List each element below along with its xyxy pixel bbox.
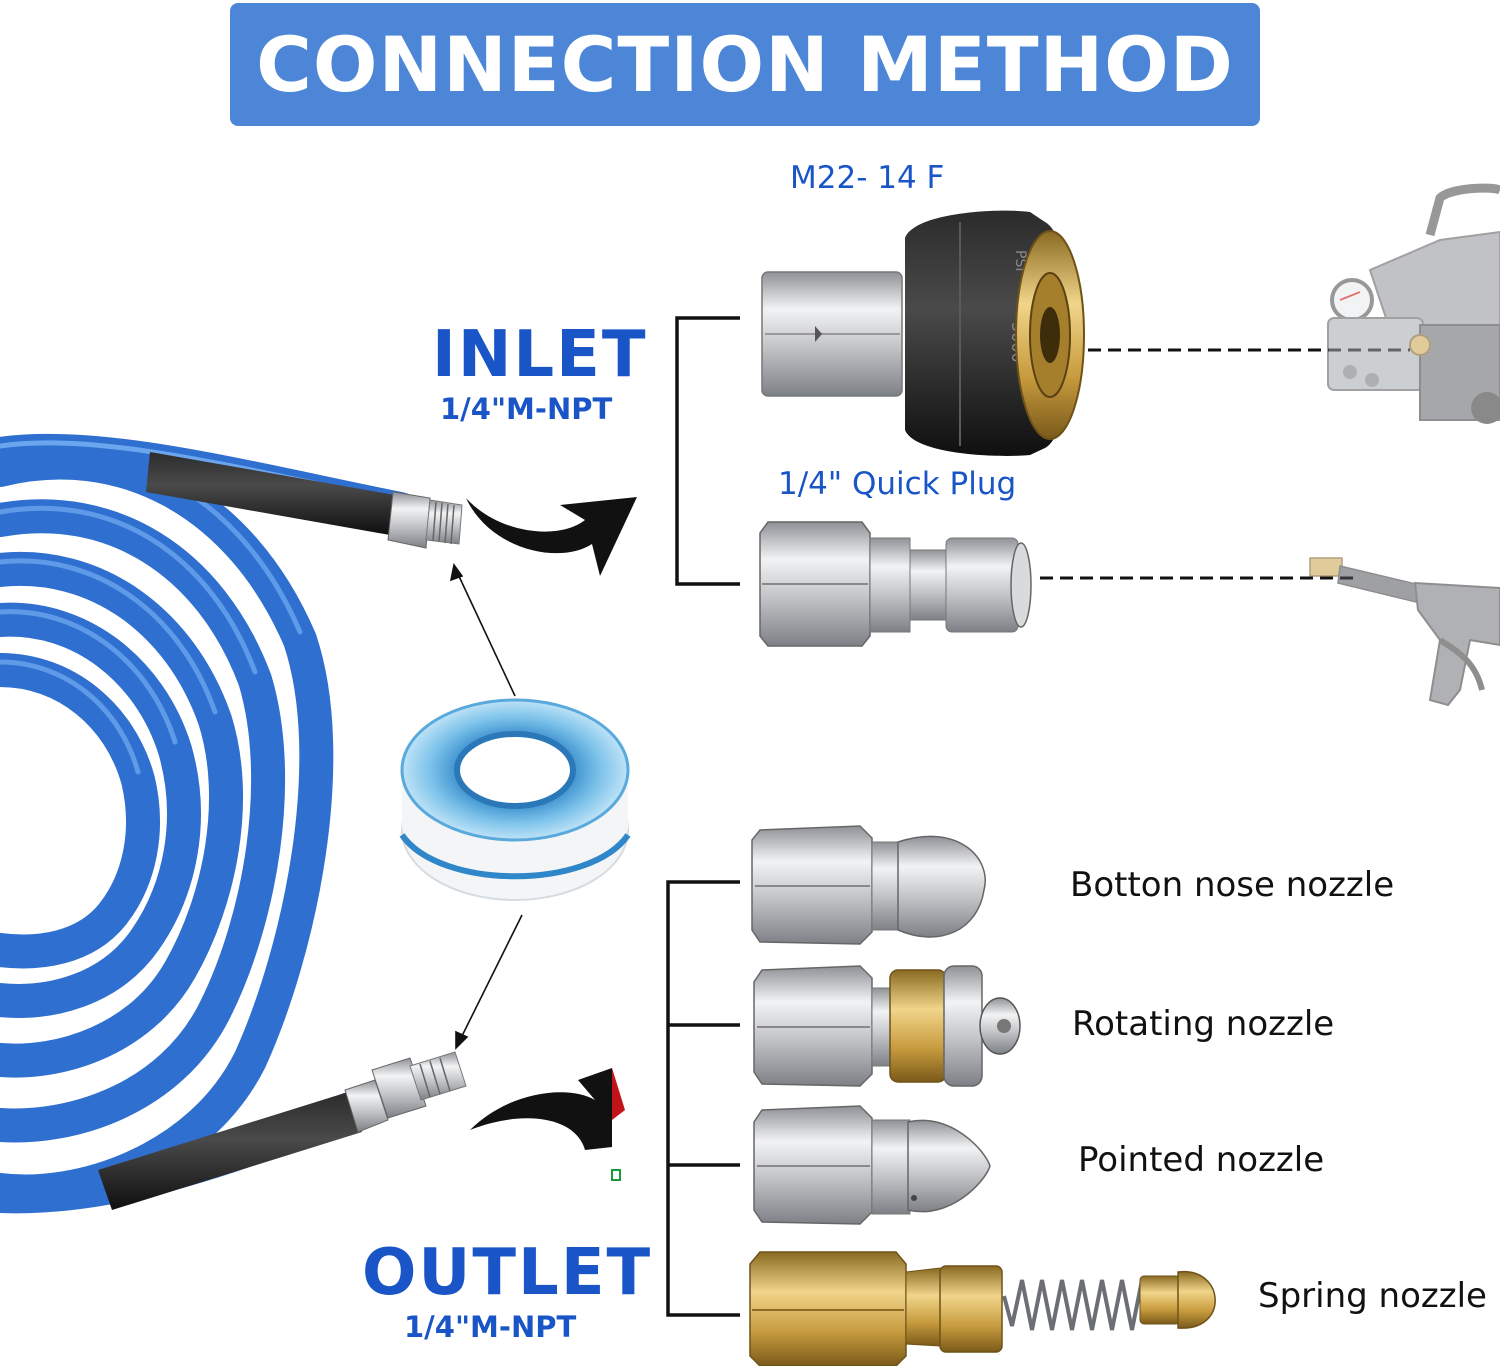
outlet-thread-label: 1/4"M-NPT: [404, 1310, 577, 1344]
button-nose-nozzle-icon: [751, 825, 986, 945]
thread-tape-icon: [399, 698, 631, 901]
spray-gun-icon: [1309, 557, 1500, 707]
title-banner: CONNECTION METHOD: [230, 3, 1260, 126]
page-title: CONNECTION METHOD: [256, 20, 1234, 109]
inlet-hose-fitting: [146, 452, 463, 549]
pointed-nozzle-icon: [753, 1105, 991, 1225]
nozzle-label-rotating: Rotating nozzle: [1072, 1004, 1335, 1044]
outlet-hose-fitting: [98, 1051, 467, 1210]
inlet-bracket: [675, 316, 740, 586]
inlet-title: INLET: [432, 318, 648, 392]
nozzle-label-pointed: Pointed nozzle: [1078, 1140, 1325, 1180]
curved-arrow-icon: [466, 497, 637, 1181]
outlet-title: OUTLET: [362, 1236, 653, 1310]
nozzle-label-spring: Spring nozzle: [1258, 1276, 1487, 1316]
tape-pointer-arrows: [449, 563, 523, 1050]
coupler-label: M22- 14 F: [790, 160, 945, 196]
m22-coupler-icon: 5000 PSI: [761, 210, 1085, 456]
spring-nozzle-icon: [749, 1251, 1216, 1366]
nozzle-label-button-nose: Botton nose nozzle: [1070, 865, 1395, 905]
rotating-nozzle-icon: [753, 965, 1021, 1087]
hose-icon: [0, 433, 418, 1214]
quick-plug-label: 1/4" Quick Plug: [778, 466, 1017, 502]
outlet-bracket: [666, 880, 740, 1317]
quick-plug-icon: [759, 521, 1032, 647]
pressure-washer-icon: [1327, 183, 1500, 424]
inlet-thread-label: 1/4"M-NPT: [440, 392, 613, 426]
